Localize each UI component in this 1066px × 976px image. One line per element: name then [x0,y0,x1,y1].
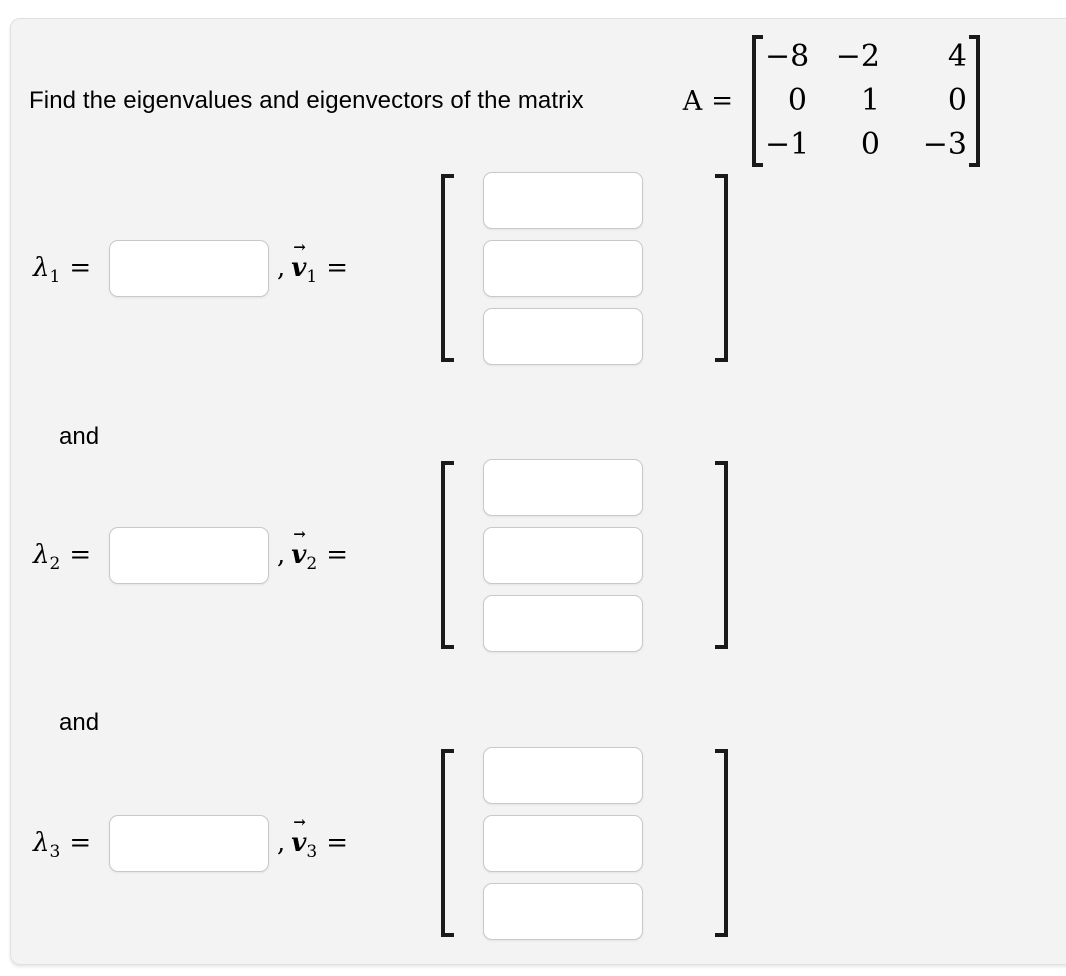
vector-left-bracket [441,749,454,937]
lambda-2-input[interactable] [109,526,269,584]
vector-arrow-icon: → [293,238,306,256]
answer-row-2: λ2= ,→v2= [11,458,1066,652]
vector-1-input-matrix [441,171,728,365]
lambda-3-input[interactable] [109,814,269,872]
connector-and-1: and [59,423,100,450]
question-panel: Find the eigenvalues and eigenvectors of… [10,18,1066,965]
vector-3-component-2-input[interactable] [483,814,643,872]
matrix-symbol-A: A [682,85,703,117]
connector-and-2: and [59,709,100,736]
lambda-1-input[interactable] [109,239,269,297]
matrix-cell: 0 [947,83,967,118]
lambda-3-label: λ3= [33,828,92,862]
coefficient-matrix: −8 −2 4 0 1 0 −1 0 −3 [752,35,980,167]
vector-3-input-matrix [441,746,728,940]
vector-arrow-icon: → [293,813,306,831]
equals-sign: = [711,86,733,116]
vector-2-label: ,→v2= [277,525,348,574]
vector-2-component-3-input[interactable] [483,594,643,652]
lambda-1-label: λ1= [33,253,92,287]
vector-1-component-2-input[interactable] [483,239,643,297]
matrix-right-bracket [969,35,980,167]
matrix-left-bracket [752,35,763,167]
vector-2-component-2-input[interactable] [483,526,643,584]
matrix-cell: 0 [860,127,880,162]
vector-arrow-icon: → [293,525,306,543]
vector-3-component-3-input[interactable] [483,882,643,940]
vector-left-bracket [441,461,454,649]
vector-right-bracket [715,749,728,937]
answer-row-1: λ1= ,→v1= [11,171,1066,365]
vector-2-input-matrix [441,458,728,652]
prompt-text: Find the eigenvalues and eigenvectors of… [29,87,584,114]
matrix-cell: 1 [860,83,880,118]
lambda-2-label: λ2= [33,540,92,574]
vector-2-component-1-input[interactable] [483,458,643,516]
vector-right-bracket [715,174,728,362]
matrix-grid: −8 −2 4 0 1 0 −1 0 −3 [765,35,967,167]
matrix-cell: −2 [835,39,880,74]
vector-1-component-3-input[interactable] [483,307,643,365]
matrix-cell: 4 [947,39,967,74]
matrix-cell: −8 [765,39,810,74]
vector-1-label: ,→v1= [277,238,348,287]
matrix-cell: −3 [922,127,967,162]
matrix-cell: 0 [787,83,807,118]
vector-3-label: ,→v3= [277,813,348,862]
matrix-cell: −1 [765,127,810,162]
vector-right-bracket [715,461,728,649]
vector-1-component-1-input[interactable] [483,171,643,229]
problem-prompt: Find the eigenvalues and eigenvectors of… [29,31,980,171]
answer-row-3: λ3= ,→v3= [11,746,1066,940]
vector-3-component-1-input[interactable] [483,746,643,804]
vector-left-bracket [441,174,454,362]
